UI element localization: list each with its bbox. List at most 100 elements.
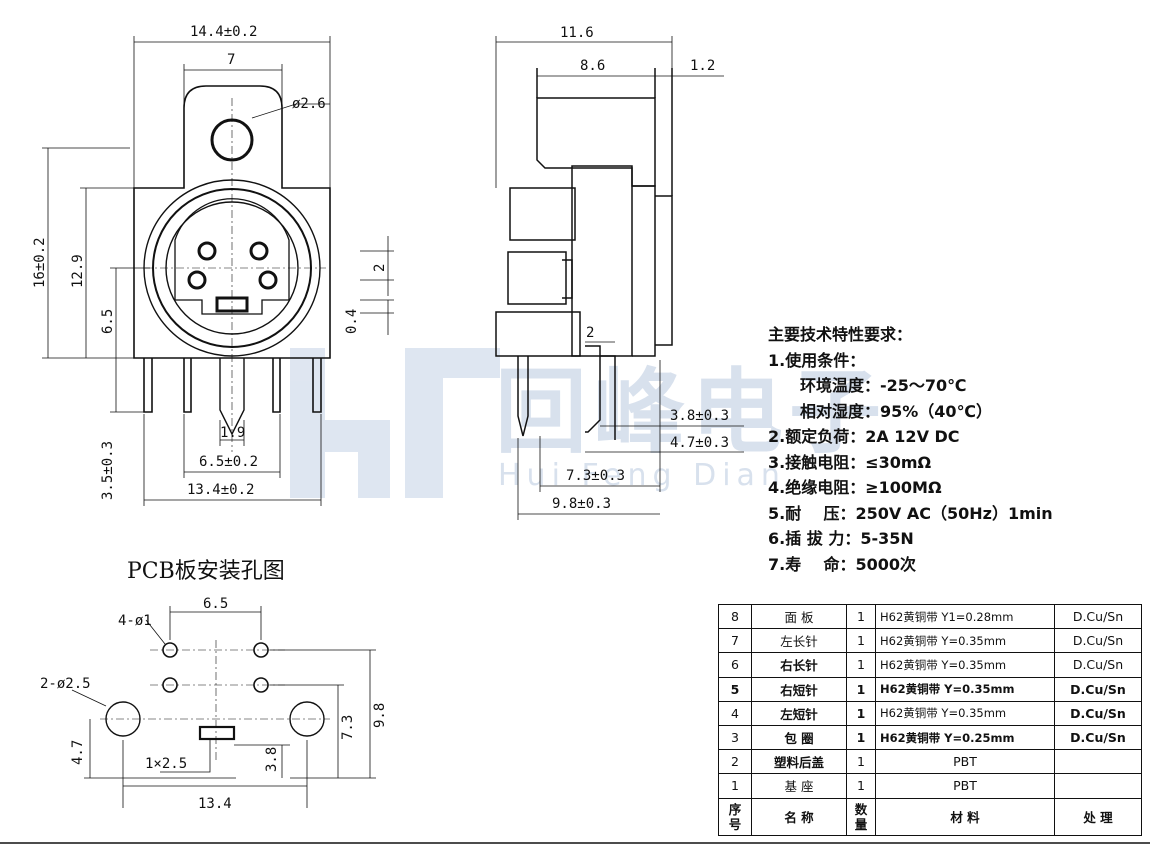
front-view xyxy=(133,85,331,452)
bom-name: 左短针 xyxy=(751,700,847,726)
bom-finish: D.Cu/Sn xyxy=(1054,700,1142,726)
dim-slot-height: 3.8 xyxy=(264,747,280,772)
bom-finish: D.Cu/Sn xyxy=(1054,676,1142,702)
bom-finish: D.Cu/Sn xyxy=(1054,652,1142,678)
dim-center-to-pcb: 6.5 xyxy=(100,309,116,334)
dim-pin-bend: 2 xyxy=(586,325,594,341)
dim-pin-length: 3.5±0.3 xyxy=(100,441,116,500)
bom-name: 面 板 xyxy=(751,603,847,630)
bom-qty: 1 xyxy=(846,676,876,702)
bom-material: PBT xyxy=(875,773,1055,799)
dim-long-pins: 13.4±0.2 xyxy=(187,482,254,498)
bom-qty: 1 xyxy=(846,628,876,654)
dim-pin-row2: 9.8±0.3 xyxy=(552,496,611,512)
dim-overall-height: 16±0.2 xyxy=(32,237,48,288)
dim-depth: 11.6 xyxy=(560,25,594,41)
spec-line: 4.绝缘电阻：≥100MΩ xyxy=(768,478,942,497)
bom-no: 8 xyxy=(718,603,752,630)
bom-material: H62黄铜带 Y=0.35mm xyxy=(875,628,1055,654)
bom-qty: 1 xyxy=(846,700,876,726)
bom-no: 3 xyxy=(718,724,752,751)
bom-finish: D.Cu/Sn xyxy=(1054,603,1142,630)
spec-line: 环境温度：-25～70℃ xyxy=(800,376,967,395)
bom-material: H62黄铜带 Y1=0.28mm xyxy=(875,603,1055,630)
spec-line: 相对湿度：95%（40℃） xyxy=(800,401,992,421)
bom-name: 塑料后盖 xyxy=(751,749,847,775)
spec-line: 6.插 拔 力：5-35N xyxy=(768,529,914,548)
dim-key-offset: 0.4 xyxy=(344,309,360,334)
bom-finish: D.Cu/Sn xyxy=(1054,724,1142,751)
bom-header-qty: 数量 xyxy=(846,797,876,836)
spec-line: 3.接触电阻：≤30mΩ xyxy=(768,452,932,472)
dim-small-holes: 4-ø1 xyxy=(118,613,152,629)
bom-name: 右短针 xyxy=(751,676,847,702)
side-view xyxy=(495,68,673,440)
table-header-row: 序号 名 称 数量 材 料 处 理 xyxy=(718,797,1142,836)
bom-no: 1 xyxy=(718,773,752,799)
pcb-layout xyxy=(100,640,330,760)
table-row: 1 基 座 1 PBT xyxy=(718,773,1142,799)
dim-pin-long: 4.7±0.3 xyxy=(670,435,729,451)
table-row: 3 包 圈 1 H62黄铜带 Y=0.25mm D.Cu/Sn xyxy=(718,724,1142,751)
dim-pin-center: 1.9 xyxy=(220,425,245,441)
pcb-layout-title: PCB板安装孔图 xyxy=(127,559,285,584)
side-dims: 11.6 8.6 1.2 2 3.8±0.3 4.7±0.3 7.3±0.3 9… xyxy=(552,25,729,512)
bom-header-material: 材 料 xyxy=(875,797,1055,836)
pcb-dims: 4-ø1 6.5 2-ø2.5 1×2.5 4.7 3.8 7.3 9.8 13… xyxy=(40,596,388,812)
bom-qty: 1 xyxy=(846,603,876,630)
bom-no: 2 xyxy=(718,749,752,775)
bom-name: 包 圈 xyxy=(751,724,847,751)
bom-material: H62黄铜带 Y=0.35mm xyxy=(875,700,1055,726)
dim-pin-offset: 2 xyxy=(372,264,388,272)
bom-finish: D.Cu/Sn xyxy=(1054,628,1142,654)
bom-qty: 1 xyxy=(846,749,876,775)
bom-qty: 1 xyxy=(846,773,876,799)
bom-no: 5 xyxy=(718,676,752,702)
dim-center-height: 12.9 xyxy=(70,254,86,288)
bom-material: PBT xyxy=(875,749,1055,775)
bom-table: 8 面 板 1 H62黄铜带 Y1=0.28mm D.Cu/Sn 7 左长针 1… xyxy=(718,603,1142,836)
dim-front-plate: 1.2 xyxy=(690,58,715,74)
bom-no: 4 xyxy=(718,700,752,726)
spec-line: 1.使用条件： xyxy=(768,350,866,370)
table-row: 8 面 板 1 H62黄铜带 Y1=0.28mm D.Cu/Sn xyxy=(718,603,1142,630)
front-dims: 14.4±0.2 7 ø2.6 16±0.2 12.9 6.5 2 0.4 3.… xyxy=(32,24,388,500)
bom-no: 6 xyxy=(718,652,752,678)
dim-mount-hole: ø2.6 xyxy=(292,96,326,112)
dim-small-spacing: 6.5 xyxy=(203,596,228,612)
spec-line: 5.耐 压：250V AC（50Hz）1min xyxy=(768,503,1053,523)
watermark-sub: Hui Feng Dian xyxy=(498,458,786,493)
dim-overall-width: 14.4±0.2 xyxy=(190,24,257,40)
bom-finish xyxy=(1054,749,1142,775)
bom-header-no: 序号 xyxy=(718,797,752,836)
bom-qty: 1 xyxy=(846,652,876,678)
bom-qty: 1 xyxy=(846,724,876,751)
table-row: 7 左长针 1 H62黄铜带 Y=0.35mm D.Cu/Sn xyxy=(718,628,1142,654)
dim-pin-row1: 7.3±0.3 xyxy=(566,468,625,484)
table-row: 6 右长针 1 H62黄铜带 Y=0.35mm D.Cu/Sn xyxy=(718,652,1142,678)
table-row: 4 左短针 1 H62黄铜带 Y=0.35mm D.Cu/Sn xyxy=(718,700,1142,726)
dim-top-row-height: 9.8 xyxy=(372,703,388,728)
dim-large-holes: 2-ø2.5 xyxy=(40,676,91,692)
dim-large-spacing: 13.4 xyxy=(198,796,232,812)
dim-short-pins: 6.5±0.2 xyxy=(199,454,258,470)
bom-header-name: 名 称 xyxy=(751,797,847,836)
bom-material: H62黄铜带 Y=0.35mm xyxy=(875,676,1055,702)
table-row: 5 右短针 1 H62黄铜带 Y=0.35mm D.Cu/Sn xyxy=(718,676,1142,702)
spec-block: 主要技术特性要求： 1.使用条件： 环境温度：-25～70℃ 相对湿度：95%（… xyxy=(768,322,1053,577)
bom-name: 右长针 xyxy=(751,652,847,678)
dim-slot: 1×2.5 xyxy=(145,756,187,772)
dim-pin-short: 3.8±0.3 xyxy=(670,408,729,424)
bom-name: 基 座 xyxy=(751,773,847,799)
bom-material: H62黄铜带 Y=0.35mm xyxy=(875,652,1055,678)
spec-heading: 主要技术特性要求： xyxy=(768,325,913,344)
bom-material: H62黄铜带 Y=0.25mm xyxy=(875,724,1055,751)
spec-line: 2.额定负荷：2A 12V DC xyxy=(768,427,960,446)
table-row: 2 塑料后盖 1 PBT xyxy=(718,749,1142,775)
dim-mount-spacing: 7 xyxy=(227,52,235,68)
watermark-brand: 回峰电子 xyxy=(495,359,888,466)
dim-large-hole-height: 4.7 xyxy=(70,740,86,765)
bom-header-finish: 处 理 xyxy=(1054,797,1142,836)
